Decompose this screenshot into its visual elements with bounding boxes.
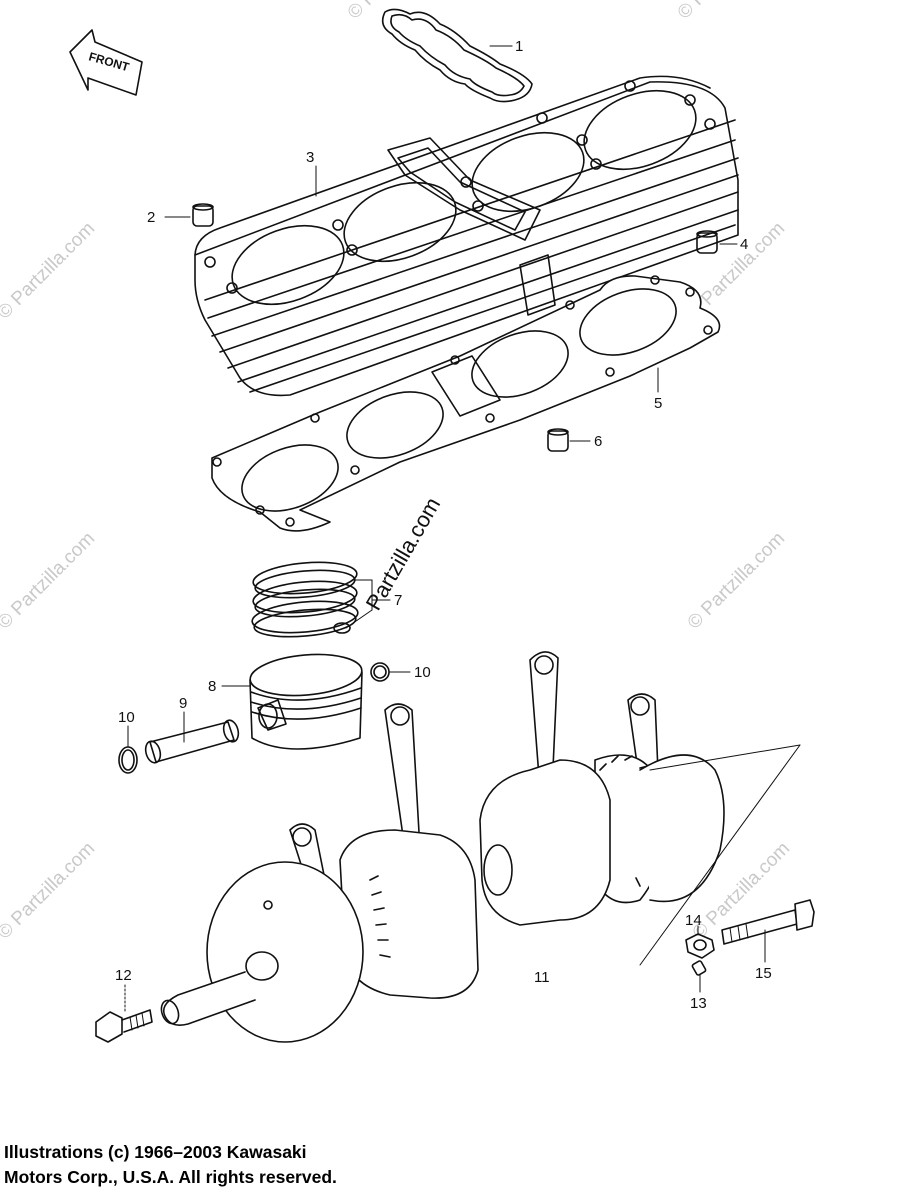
callout-10: 10 (118, 709, 135, 726)
part-3-cylinder-head (194, 75, 739, 397)
callout-12: 12 (115, 967, 132, 984)
part-4-dowel (696, 232, 718, 254)
callout-11: 11 (534, 969, 550, 986)
part-8-piston (249, 653, 363, 750)
part-6-dowel (547, 430, 569, 452)
watermark: © Partzilla.com (0, 838, 99, 943)
callout-13: 13 (690, 995, 707, 1012)
part-13-key (691, 960, 707, 976)
part-15-long-bolt (721, 899, 815, 945)
part-11-crankshaft (160, 651, 801, 1043)
front-arrow: FRONT (69, 29, 143, 96)
callout-7: 7 (394, 592, 402, 609)
callout-3: 3 (306, 149, 314, 166)
part-12-bolt (95, 1009, 153, 1043)
part-2-dowel (192, 205, 214, 227)
callout-15: 15 (755, 965, 772, 982)
part-14-nut (685, 933, 715, 959)
callout-5: 5 (654, 395, 662, 412)
copyright-notice: Illustrations (c) 1966–2003 Kawasaki Mot… (4, 1140, 337, 1190)
callout-2: 2 (147, 209, 155, 226)
watermark: © Partzilla.com (344, 0, 449, 24)
leader-lines (124, 45, 766, 1013)
part-6-dowel-top (547, 428, 569, 436)
part-9-piston-pin (144, 719, 240, 764)
part-7-piston-rings (251, 561, 359, 638)
copyright-line-2: Motors Corp., U.S.A. All rights reserved… (4, 1167, 337, 1187)
part-1-cover-gasket (381, 8, 533, 103)
callout-8: 8 (208, 678, 216, 695)
callout-10: 10 (414, 664, 431, 681)
callout-4: 4 (740, 236, 748, 253)
watermark: © Partzilla.com (684, 528, 789, 633)
part-4-dowel-top (696, 230, 718, 238)
watermark: © Partzilla.com (0, 528, 99, 633)
callout-9: 9 (179, 695, 187, 712)
callout-14: 14 (685, 912, 702, 929)
part-2-dowel-top (192, 203, 214, 211)
part-10-circlip-left (118, 746, 138, 774)
copyright-line-1: Illustrations (c) 1966–2003 Kawasaki (4, 1142, 307, 1162)
part-10-circlip-right (370, 662, 390, 682)
callout-1: 1 (515, 38, 523, 55)
callout-6: 6 (594, 433, 602, 450)
watermark: © Partzilla.com (0, 218, 99, 323)
watermark-center: Partzilla.com (361, 493, 446, 615)
part-5-head-gasket (211, 275, 721, 532)
watermark: © Partzilla.com (674, 0, 779, 24)
